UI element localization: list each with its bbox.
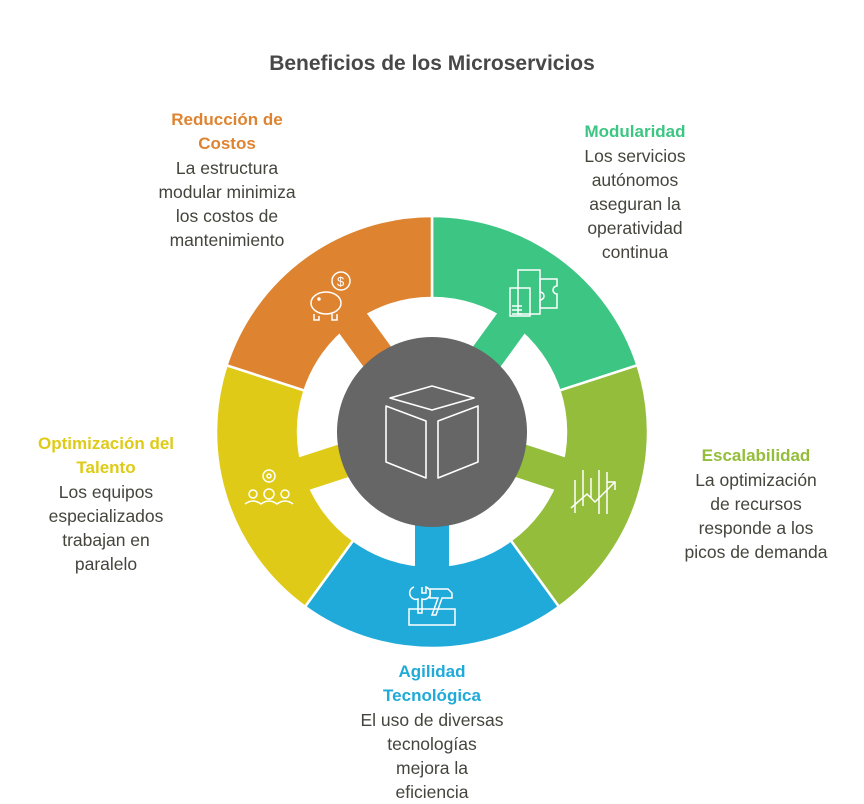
- diagram-title: Beneficios de los Microservicios: [269, 52, 595, 75]
- svg-text:$: $: [337, 274, 345, 289]
- label-description: El uso de diversas: [360, 710, 504, 730]
- label-heading: Costos: [198, 134, 256, 153]
- label-heading: Modularidad: [584, 122, 686, 141]
- label-description: eficiencia: [395, 782, 469, 802]
- label-description: continua: [601, 242, 669, 262]
- label-description: Los servicios: [584, 146, 686, 166]
- label-description: aseguran la: [589, 194, 681, 214]
- segment-escalabilidad: [509, 363, 650, 609]
- label-description: operatividad: [587, 218, 683, 238]
- label-description: Los equipos: [58, 482, 154, 502]
- segment-costos: [224, 214, 434, 393]
- cube-icon: [385, 385, 479, 479]
- label-description: responde a los: [698, 518, 814, 538]
- label-description: La estructura: [175, 158, 279, 178]
- label-description: mejora la: [396, 758, 468, 778]
- label-description: autónomos: [591, 170, 679, 190]
- toolbox-icon: [408, 585, 456, 626]
- label-heading: Talento: [76, 458, 136, 477]
- label-description: trabajan en: [62, 530, 150, 550]
- label-heading: Reducción de: [171, 110, 283, 129]
- label-heading: Escalabilidad: [701, 446, 811, 465]
- connector-agilidad: [415, 523, 449, 568]
- label-description: especializados: [48, 506, 164, 526]
- label-escalabilidad: Escalabilidad La optimización de recursos r…: [646, 444, 864, 564]
- puzzle-document-icon: [509, 269, 558, 317]
- team-gear-icon: [244, 469, 294, 505]
- label-description: tecnologías: [387, 734, 477, 754]
- label-heading: Tecnológica: [383, 686, 481, 705]
- label-description: La optimización: [695, 470, 817, 490]
- label-description: modular minimiza: [158, 182, 296, 202]
- label-description: mantenimiento: [169, 230, 285, 250]
- label-description: picos de demanda: [684, 542, 828, 562]
- center-hub: [337, 337, 527, 527]
- label-reduccion-costos: Reducción de Costos La estructura modular m…: [117, 108, 337, 252]
- connector-escalabilidad: [513, 443, 567, 491]
- label-description: los costos de: [175, 206, 279, 226]
- segment-talento: [214, 363, 355, 609]
- label-description: paralelo: [74, 554, 138, 574]
- segment-agilidad: [303, 538, 561, 650]
- connector-talento: [297, 443, 351, 491]
- piggy-bank-icon: $: [310, 271, 351, 321]
- segment-modularidad: [430, 214, 640, 393]
- growth-chart-icon: [570, 470, 616, 514]
- label-description: de recursos: [710, 494, 802, 514]
- label-heading: Agilidad: [398, 662, 466, 681]
- label-heading: Optimización del: [37, 434, 175, 453]
